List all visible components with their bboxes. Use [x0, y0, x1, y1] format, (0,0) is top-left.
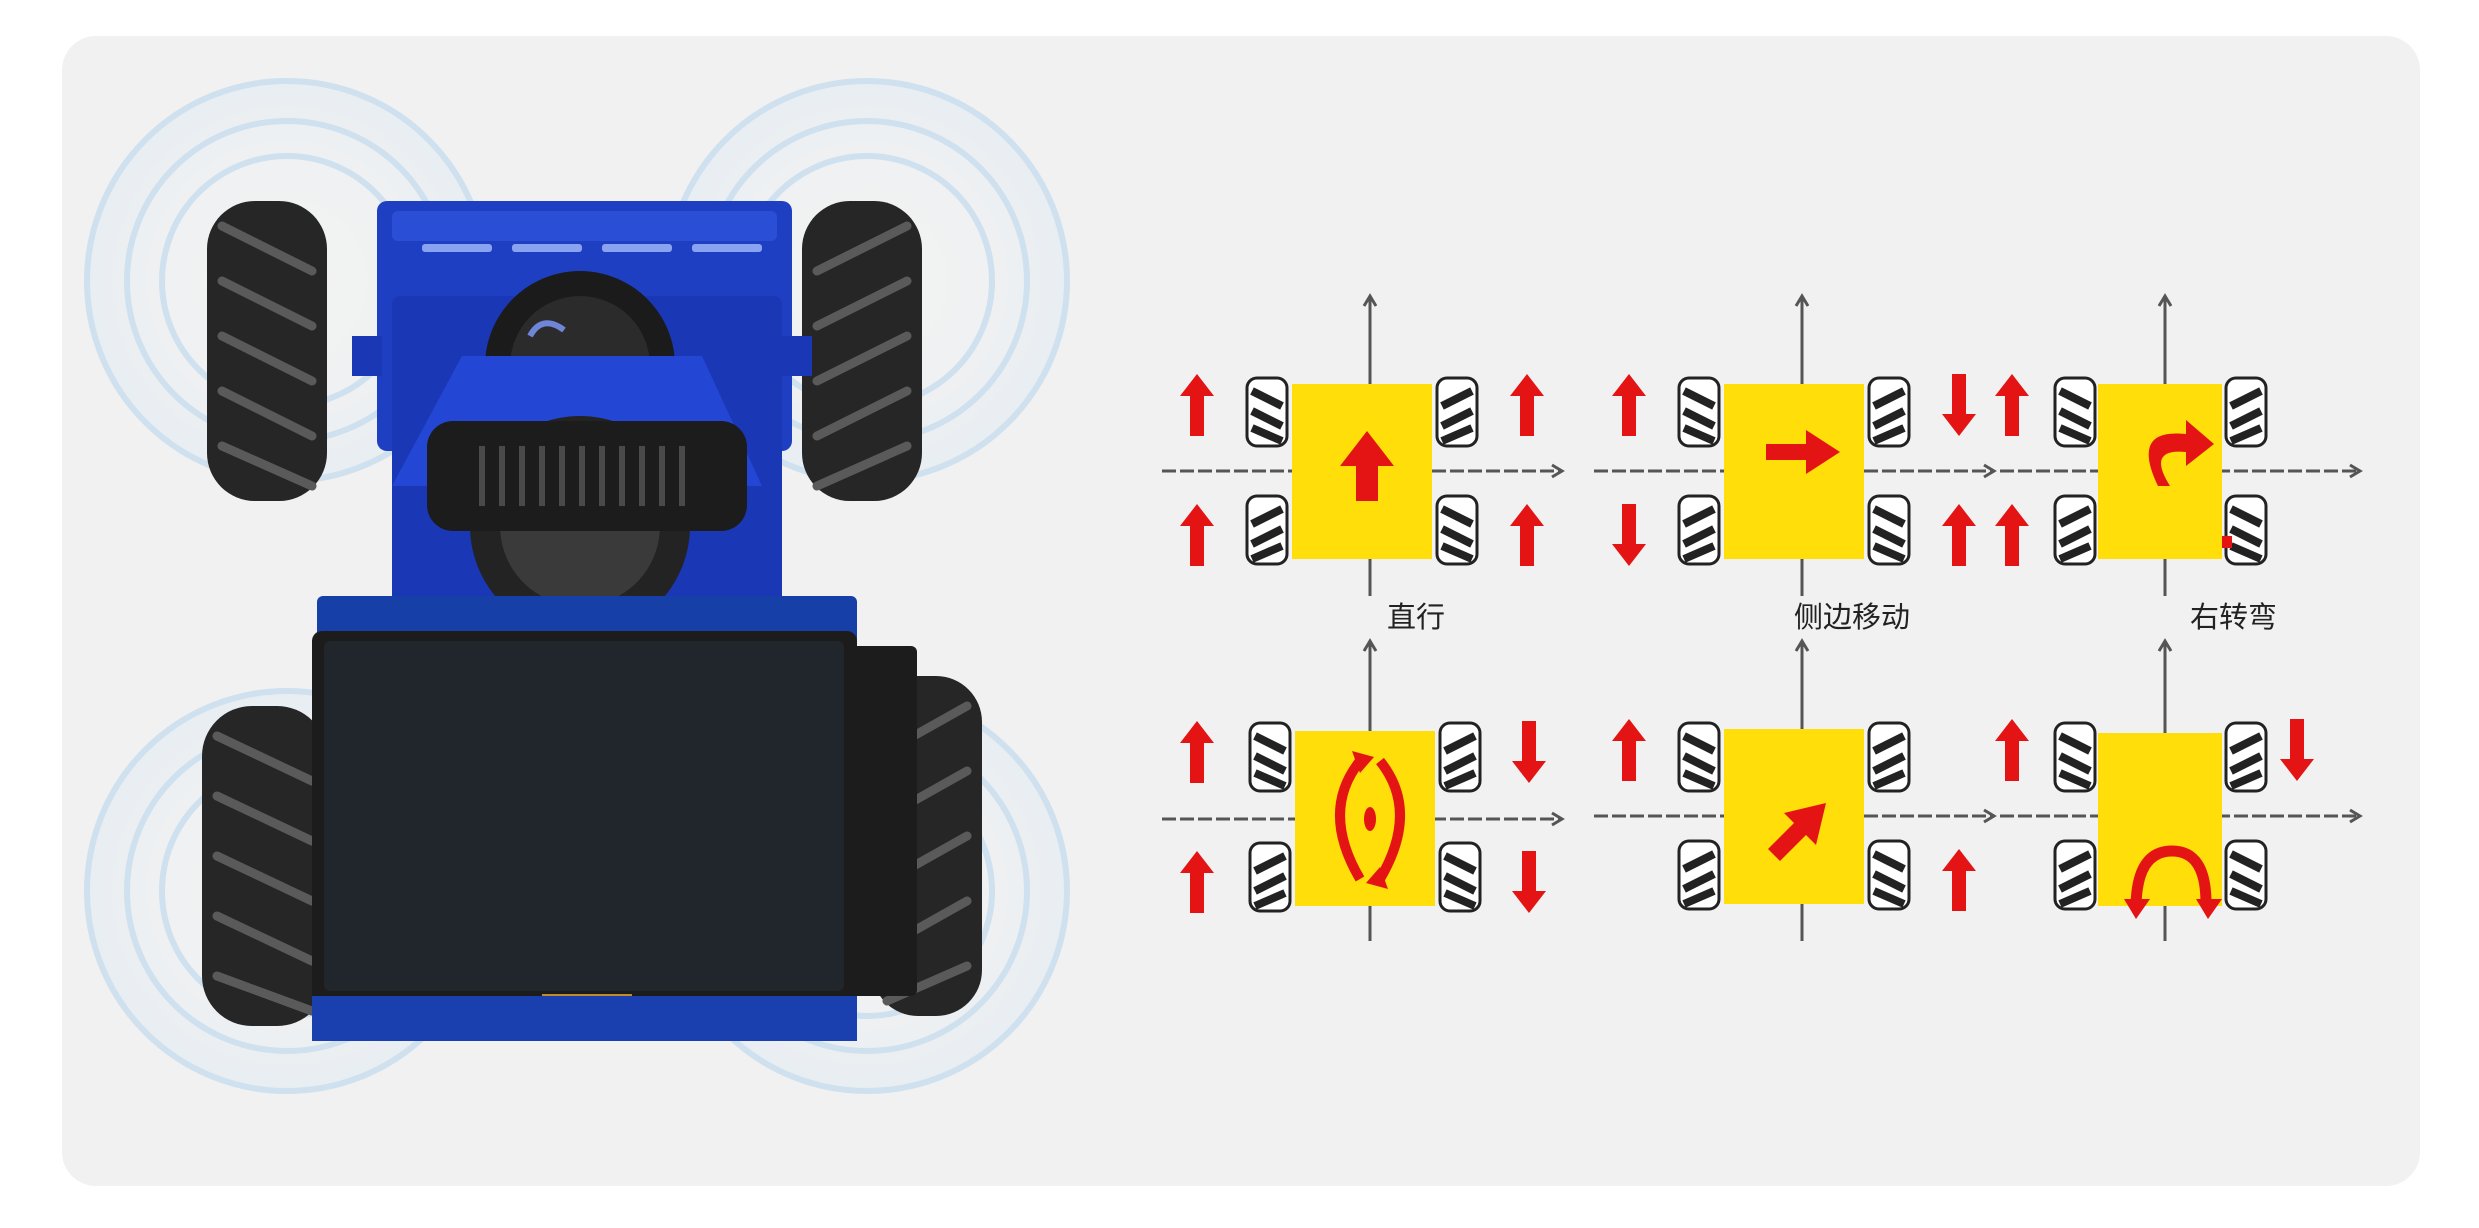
- mecanum-wheel-rear-left: [202, 706, 327, 1026]
- arrow-down-fr: [1942, 374, 1976, 436]
- arrow-down-rr: [1512, 851, 1546, 913]
- mecanum-robot-illustration: [84, 78, 1070, 1094]
- wheel-rr: [2224, 839, 2268, 911]
- wheels: [1245, 376, 1479, 566]
- wheels: [2053, 721, 2268, 911]
- wheel-fl: [1677, 721, 1721, 793]
- arrow-up-fl: [1995, 719, 2029, 781]
- wheel-fl: [2053, 376, 2097, 448]
- wheel-fl: [1677, 376, 1721, 448]
- mecanum-wheel-front-left: [207, 201, 327, 501]
- wheel-rl: [1248, 841, 1292, 913]
- wheel-rr: [1867, 839, 1911, 911]
- arrow-up-rl: [1180, 851, 1214, 913]
- diagram-graphic: [1162, 293, 1565, 596]
- wheels: [1248, 721, 1482, 913]
- center-arc-symbol: [2124, 845, 2222, 919]
- arrow-up-fl: [1612, 374, 1646, 436]
- figure-panel: 直行 侧边移动: [62, 36, 2420, 1186]
- center-arrow-up: [1340, 431, 1394, 501]
- wheel-fr: [1435, 376, 1479, 448]
- robot-chassis: [352, 201, 812, 636]
- arrow-up-rr: [1942, 849, 1976, 911]
- wheel-rr: [1435, 494, 1479, 566]
- wheel-rl: [2053, 494, 2097, 566]
- arrow-down-rl: [1612, 504, 1646, 566]
- motion-diagram-right-turn: 右转弯: [1995, 276, 2420, 634]
- center-arrow-diagonal: [1768, 803, 1826, 861]
- wheel-fr: [2224, 721, 2268, 793]
- wheel-fl: [1248, 721, 1292, 793]
- wheel-rr: [2224, 494, 2268, 566]
- arrow-up-fl: [1180, 721, 1214, 783]
- arrow-up-fr: [1510, 374, 1544, 436]
- wheel-rr: [1867, 494, 1911, 566]
- arrow-up-fl: [1995, 374, 2029, 436]
- motion-diagram-straight: 直行: [1162, 276, 1582, 634]
- center-curve-arrow: [2148, 420, 2214, 486]
- diagram-graphic: [1594, 293, 1997, 596]
- wheel-fr: [1867, 721, 1911, 793]
- diagram-graphic: [1995, 293, 2363, 596]
- diagram-graphic: [1162, 638, 1565, 941]
- caption-sideways: 侧边移动: [1794, 600, 1911, 634]
- arrow-up-rl: [1180, 504, 1214, 566]
- motion-diagram-arc: [1995, 621, 2420, 951]
- wheel-fl: [2053, 721, 2097, 793]
- wheel-rl: [1245, 494, 1289, 566]
- wheel-rl: [1677, 839, 1721, 911]
- arrow-up-rl: [1995, 504, 2029, 566]
- wheel-fr: [1867, 376, 1911, 448]
- center-rotate-symbol: [1335, 757, 1405, 882]
- touch-screen: [312, 596, 917, 1041]
- wheel-fr: [1438, 721, 1482, 793]
- wheel-rl: [1677, 494, 1721, 566]
- wheel-fl: [1245, 376, 1289, 448]
- wheel-rl: [2053, 839, 2097, 911]
- arrow-up-fl: [1180, 374, 1214, 436]
- arrow-up-rr: [1942, 504, 1976, 566]
- arrow-down-fr: [2280, 719, 2314, 781]
- diagram-graphic: [1594, 638, 1997, 941]
- arrow-down-fr: [1512, 721, 1546, 783]
- motion-diagram-diagonal: [1594, 621, 2014, 951]
- wheel-fr: [2224, 376, 2268, 448]
- motion-diagram-sideways: 侧边移动: [1594, 276, 2014, 634]
- wheels: [1677, 721, 1911, 911]
- arrow-up-fl: [1612, 719, 1646, 781]
- wheel-rr: [1438, 841, 1482, 913]
- wheels: [1677, 376, 1911, 566]
- caption-straight: 直行: [1387, 600, 1446, 634]
- robot-body: [1724, 384, 1864, 559]
- mecanum-wheel-front-right: [802, 201, 922, 501]
- diagram-graphic: [1995, 638, 2363, 941]
- center-arrow-right: [1766, 430, 1840, 474]
- wheels: [2053, 376, 2268, 566]
- motion-diagram-rotate: [1162, 621, 1582, 951]
- arrow-up-rr: [1510, 504, 1544, 566]
- caption-right-turn: 右转弯: [2190, 600, 2278, 634]
